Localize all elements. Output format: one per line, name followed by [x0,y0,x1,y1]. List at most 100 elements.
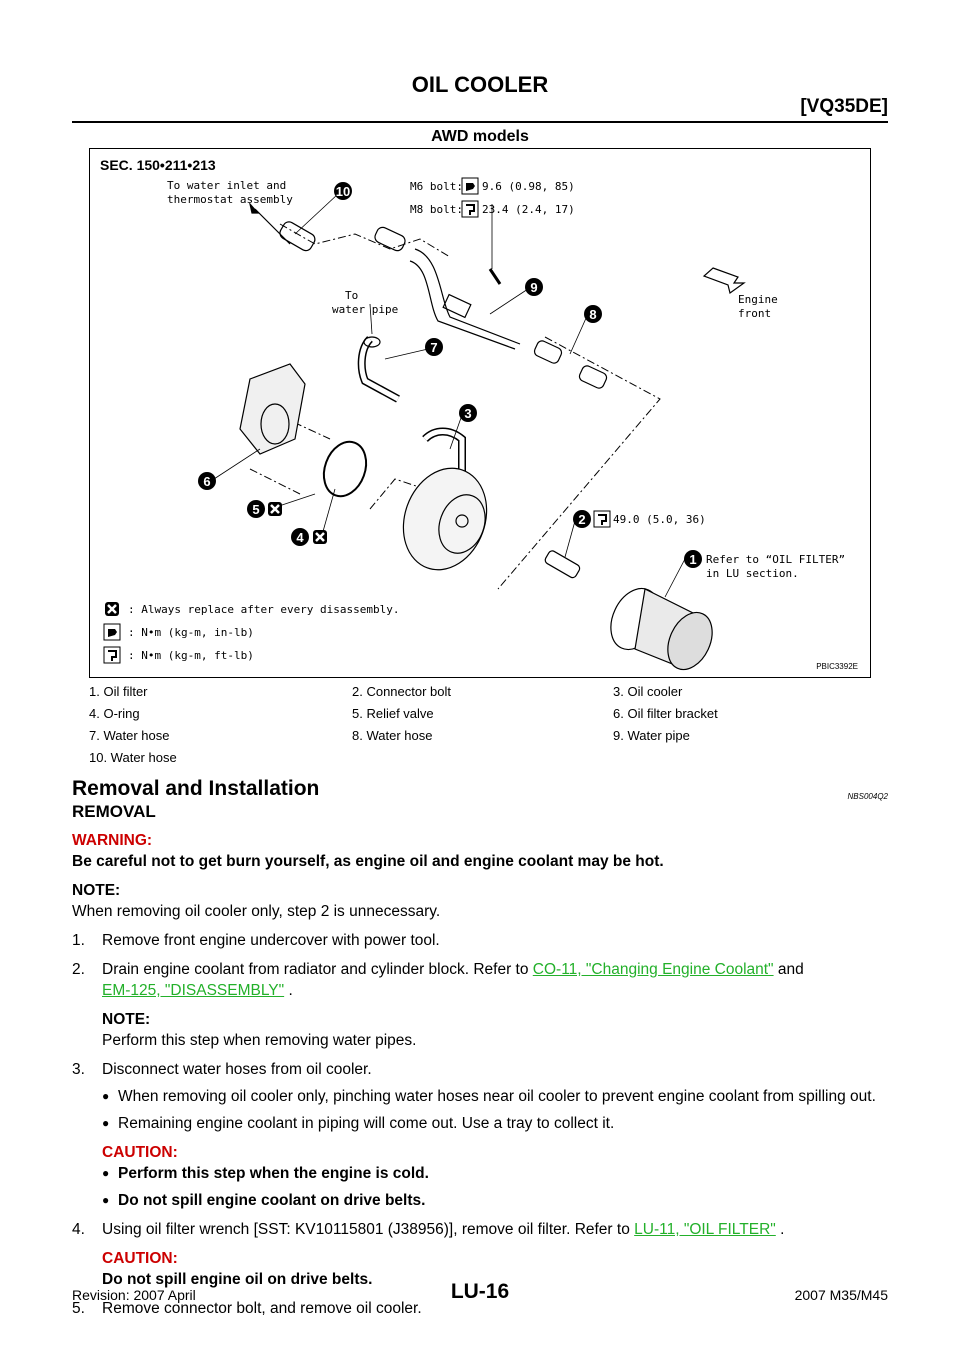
label-water-pipe-2: water pipe [332,303,398,316]
step-3: 3. Disconnect water hoses from oil coole… [72,1059,888,1080]
link-em-125[interactable]: EM-125, "DISASSEMBLY" [102,982,285,999]
caution-bullet-1: ● Perform this step when the engine is c… [102,1163,888,1184]
filter-bracket [239,363,306,455]
arrow-line [254,208,291,245]
assembly-line-right [497,336,661,590]
assembly-line-top [279,223,451,258]
label-m8-torque: 23.4 (2.4, 17) [482,203,575,216]
legend-inlb: : N•m (kg-m, in-lb) [128,626,254,639]
step-2-text-b: and [773,961,804,978]
connector-bolt [544,550,581,579]
footer-page-number: LU-16 [450,1280,510,1303]
bullet-dot: ● [102,1166,110,1180]
part-1: 1. Oil filter [89,684,148,699]
warning-label: WARNING: [72,832,153,849]
torque-inlb-icon-m6 [461,177,479,195]
torque-ftlb-icon-bolt [593,510,611,528]
step-1-number: 1. [72,932,85,949]
footer-revision: Revision: 2007 April [72,1287,196,1303]
hose-upper [374,226,406,252]
oil-filter-base [667,611,713,671]
bullet-1: ● When removing oil cooler only, pinchin… [102,1086,888,1107]
step-2: 2. Drain engine coolant from radiator an… [72,959,888,1001]
callout-3: 3 [464,406,471,421]
oil-cooler-center [455,514,469,528]
callout-9: 9 [530,280,537,295]
label-engine-front-2: front [738,307,771,320]
note1-text: When removing oil cooler only, step 2 is… [72,903,441,920]
part-6: 6. Oil filter bracket [613,706,718,721]
caution1-label: CAUTION: [102,1144,178,1161]
step-4-text: Using oil filter wrench [SST: KV10115801… [102,1219,784,1240]
callout-4-circle [291,528,309,546]
header-rule [72,121,888,123]
pipe-bracket [442,293,472,319]
step-5: 5. Remove connector bolt, and remove oil… [72,1298,888,1319]
note1-label: NOTE: [72,882,121,899]
torque-ftlb-icon-m8 [461,200,479,218]
caution-bullet-2: ● Do not spill engine coolant on drive b… [102,1190,888,1211]
link-lu-11[interactable]: LU-11, "OIL FILTER" [634,1221,776,1238]
callout-7: 7 [430,340,437,355]
callout-5-circle [247,500,265,518]
label-engine-front-1: Engine [738,293,778,306]
part-10: 10. Water hose [89,750,177,765]
leader-water-pipe [369,303,373,335]
bullet-1-text: When removing oil cooler only, pinching … [118,1088,876,1105]
label-water-inlet-2: thermostat assembly [167,193,293,206]
hose-10 [279,221,316,252]
step-3-bullets: ● When removing oil cooler only, pinchin… [102,1086,888,1211]
step-2-text-a: Drain engine coolant from radiator and c… [102,961,533,978]
hose-7-inner [359,337,400,402]
leader-2 [564,520,576,558]
callout-2: 2 [578,512,585,527]
part-7: 7. Water hose [89,728,170,743]
leader-9 [489,288,529,315]
replace-symbols [103,177,611,664]
step-4: 4. Using oil filter wrench [SST: KV10115… [72,1219,888,1240]
callout-9-circle [525,278,543,296]
hose-8b [578,365,608,389]
label-water-inlet-1: To water inlet and [167,179,286,192]
part-2: 2. Connector bolt [352,684,452,699]
footer-model: 2007 M35/M45 [794,1287,888,1303]
torque-ftlb-icon-legend [103,646,121,664]
link-co-11[interactable]: CO-11, "Changing Engine Coolant" [532,961,774,978]
oil-cooler-body [402,467,488,571]
engine-code: [VQ35DE] [800,96,888,117]
callout-3-circle [459,404,477,422]
caution-bullet-1-text: Perform this step when the engine is col… [118,1165,429,1182]
bullet-dot: ● [102,1193,110,1207]
callout-4: 4 [296,530,304,545]
o-ring [322,440,368,498]
label-m8-bolt: M8 bolt: [410,203,463,216]
filter-bracket-port [260,403,290,445]
legend-replace: : Always replace after every disassembly… [128,603,400,616]
callout-10-circle [334,182,352,200]
subsection-title: REMOVAL [72,802,156,821]
diagram-drawing: 10 9 8 7 3 6 5 4 2 1 [103,177,845,671]
part-9: 9. Water pipe [613,728,690,743]
note2-text: Perform this step when removing water pi… [102,1032,417,1049]
step-5-text: Remove connector bolt, and remove oil co… [102,1300,422,1317]
callout-6-circle [198,472,216,490]
callout-7-circle [425,338,443,356]
water-pipe-upper [414,248,521,345]
label-bolt-torque: 49.0 (5.0, 36) [613,513,706,526]
part-5: 5. Relief valve [352,706,434,721]
bullet-2-text: Remaining engine coolant in piping will … [118,1115,615,1132]
step-4-text-b: . [775,1221,785,1238]
leader-10 [294,193,339,235]
water-pipe-lower [409,260,516,350]
exploded-diagram: SEC. 150•211•213 [89,148,871,678]
step-1-text: Remove front engine undercover with powe… [102,932,440,949]
caution2: CAUTION: Do not spill engine oil on driv… [102,1248,888,1290]
part-3: 3. Oil cooler [613,684,683,699]
bullet-dot: ● [102,1089,110,1103]
figure-id: PBIC3392E [816,662,858,671]
label-m6-bolt: M6 bolt: [410,180,463,193]
label-m6-torque: 9.6 (0.98, 85) [482,180,575,193]
step-1: 1. Remove front engine undercover with p… [72,930,888,951]
m8-bolt [488,268,502,285]
step-5-number: 5. [72,1300,85,1317]
